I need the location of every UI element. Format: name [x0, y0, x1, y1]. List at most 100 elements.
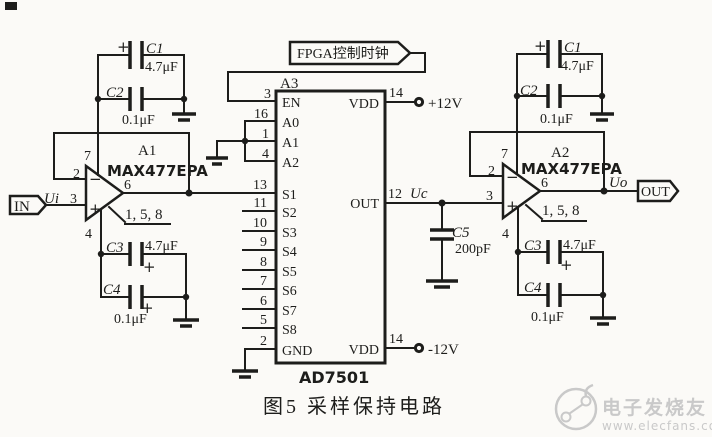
junction-dot	[513, 92, 521, 100]
amp1-minus-sign: −	[89, 170, 102, 188]
vpos-terminal-icon	[413, 96, 425, 108]
junction-dot	[94, 95, 102, 103]
amp2-pin7-label: 7	[501, 147, 508, 162]
amp1-pin2-label: 2	[73, 167, 80, 182]
cap-right-c1-ref: C1	[564, 40, 582, 56]
junction-dot	[180, 95, 188, 103]
cap-c5-ref: C5	[452, 225, 470, 241]
pin-num-s7: 6	[260, 294, 267, 309]
amp1-nc-pins: 1, 5, 8	[125, 207, 163, 223]
figure-caption: 图5 采样保持电路	[263, 395, 445, 418]
mux-chip-body	[274, 89, 387, 365]
amp2-pin2-label: 2	[488, 164, 495, 179]
net-ui-label: Ui	[44, 191, 59, 207]
pin-num-s1: 13	[253, 178, 267, 193]
amp2-section: + C1 4.7μF C2 0.1μF A2 MAX477EPA 7 2 3 6…	[469, 37, 680, 326]
amp1-triangle	[84, 163, 126, 223]
net-vneg-label: -12V	[428, 342, 459, 358]
pin-num-a1: 1	[262, 127, 269, 142]
cap-right-c1-polarity: +	[534, 37, 547, 55]
out-port-symbol	[636, 179, 680, 203]
ground-address-icon	[206, 156, 228, 166]
junction-dot	[600, 187, 608, 195]
pin-num-s3: 10	[253, 216, 267, 231]
amp1-plus-sign: +	[89, 200, 102, 218]
amp2-part: MAX477EPA	[521, 160, 622, 178]
cap-right-c1-symbol	[546, 40, 562, 68]
cap-left-c1-polarity: +	[117, 38, 130, 56]
amp1-feedback-wires	[53, 132, 190, 194]
pin-name-s3: S3	[282, 226, 297, 241]
amp1-pin3-label: 3	[70, 192, 77, 207]
pin-name-vdd-top: VDD	[349, 97, 379, 112]
pin-name-s7: S7	[282, 304, 297, 319]
amp2-ref: A2	[551, 145, 569, 161]
cap-right-c4-value: 0.1μF	[531, 310, 564, 325]
pin-num-s5: 8	[260, 255, 267, 270]
net-uc-label: Uc	[410, 186, 428, 202]
cap-left-c4-symbol	[128, 285, 144, 309]
fpga-banner-label: FPGA控制时钟	[297, 45, 389, 62]
watermark: 电子发烧友 www.elecfans.com	[554, 383, 712, 433]
amp1-ref: A1	[138, 143, 156, 159]
amp1-nc-callout	[107, 205, 171, 225]
cap-right-c3-polarity: +	[560, 256, 573, 274]
mux-section: FPGA控制时钟 A3 AD7501 3 16 1 4 13 11 10 9 8…	[206, 40, 504, 387]
cap-left-c2-value: 0.1μF	[122, 113, 155, 128]
pin-name-out: OUT	[350, 197, 379, 212]
cap-left-c1-symbol	[128, 41, 144, 69]
pin-num-s2: 11	[254, 196, 267, 211]
watermark-site: www.elecfans.com	[602, 419, 712, 433]
cap-right-c1-value: 4.7μF	[561, 59, 594, 74]
amp2-nc-callout	[524, 203, 587, 222]
pin-num-s4: 9	[260, 235, 267, 250]
amp1-part: MAX477EPA	[107, 162, 208, 180]
pin-name-s2: S2	[282, 206, 297, 221]
out-port-label: OUT	[641, 185, 670, 200]
cap-left-c3-value: 4.7μF	[145, 239, 178, 254]
cap-left-c3-symbol	[128, 242, 144, 266]
amp1-pin4-label: 4	[85, 227, 92, 242]
pin-name-s5: S5	[282, 265, 297, 280]
cap-left-c4-value: 0.1μF	[114, 312, 147, 327]
amp2-pin3-label: 3	[486, 189, 493, 204]
amp2-pin6-label: 6	[541, 176, 548, 191]
vdd-out-wires	[384, 101, 504, 349]
ground-gnd-pin-icon	[232, 369, 258, 379]
elecfans-logo-icon	[554, 383, 598, 431]
cap-c5-symbol	[430, 228, 454, 241]
pin-name-en: EN	[282, 96, 301, 111]
mux-part: AD7501	[299, 368, 369, 387]
junction-dot	[97, 250, 105, 258]
amp1-signal-wires	[46, 192, 277, 206]
en-clock-wire	[227, 52, 426, 102]
junction-dot	[599, 291, 607, 299]
pin-name-s4: S4	[282, 245, 297, 260]
mux-ref: A3	[280, 76, 298, 92]
fpga-clock-banner	[288, 40, 412, 66]
pin-name-s8: S8	[282, 323, 297, 338]
ground-c5-icon	[426, 279, 458, 289]
amp2-supply-wires	[516, 53, 603, 175]
amp2-nc-pins: 1, 5, 8	[542, 203, 580, 219]
pin-num-s8: 5	[260, 313, 267, 328]
pin-name-vdd-bottom: VDD	[349, 343, 379, 358]
ground-right-top-icon	[590, 112, 614, 122]
amp2-minus-sign: −	[506, 168, 519, 186]
cap-right-c3-symbol	[546, 240, 562, 264]
pin-name-a1: A1	[282, 136, 299, 151]
pin-num-gnd: 2	[260, 334, 267, 349]
cap-right-c4-ref: C4	[524, 280, 542, 296]
pin-name-a0: A0	[282, 116, 299, 131]
amp1-pin7-label: 7	[84, 149, 91, 164]
amp2-feedback-wires	[469, 131, 605, 192]
cap-left-c3-polarity: +	[143, 258, 156, 276]
ground-left-top-icon	[172, 112, 196, 122]
in-port-symbol	[8, 194, 48, 216]
pin-num-s6: 7	[260, 274, 267, 289]
pin-num-en: 3	[264, 87, 271, 102]
pin-name-s6: S6	[282, 284, 297, 299]
cap-right-c3-value: 4.7μF	[563, 238, 596, 253]
amp1-pin6-label: 6	[124, 178, 131, 193]
